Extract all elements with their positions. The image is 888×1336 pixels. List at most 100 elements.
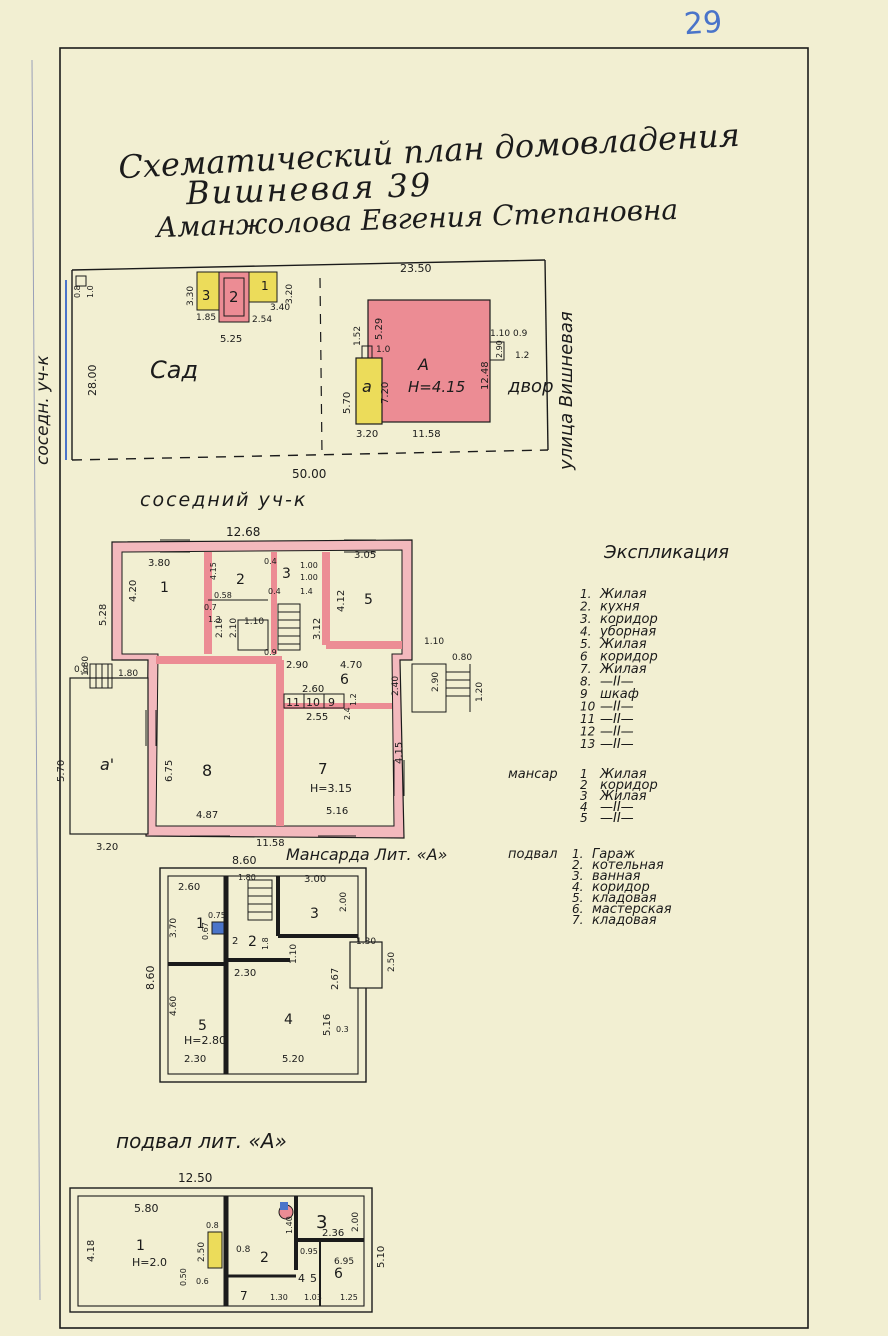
dim-m-r5w: 2.30 (184, 1054, 206, 1065)
dim-lot-bottom: 50.00 (292, 467, 326, 481)
dim-h-570: 5.70 (342, 392, 353, 414)
dim-fp-r5h: 4.12 (336, 590, 347, 612)
legend-basement-text: кладовая (592, 891, 657, 906)
dim-m-extw: 1.30 (356, 937, 376, 947)
legend-mansard-label: мансар (508, 767, 558, 782)
legend-main-num: 6 (580, 650, 588, 664)
dim-m-r4a: 2.30 (234, 968, 256, 979)
dim-m-r1w: 2.60 (178, 882, 200, 893)
site-plan: Сад двор А H=4.15 а 1 2 3 улица Вишневая… (33, 259, 577, 511)
dim-fp-r290: 2.90 (431, 672, 441, 692)
dim-m-left: 8.60 (144, 966, 157, 991)
dim-b-r1w: 5.80 (134, 1202, 159, 1215)
outbuilding-1-label: 1 (261, 279, 269, 293)
dim-b-r3a: 2.00 (351, 1212, 361, 1232)
dim-fp-l08: 0.8 (74, 665, 89, 675)
legend-main-num: 7. (580, 662, 591, 676)
page-number: 29 (682, 4, 724, 43)
legend-basement-num: 6. (572, 902, 583, 916)
mansard-room-3: 3 (310, 906, 319, 922)
dim-fp-a1t: 1.80 (118, 669, 138, 679)
garden-label: Сад (150, 356, 198, 384)
basement-room-3: 3 (316, 1212, 327, 1233)
legend-basement-num: 1. (572, 847, 583, 861)
legend-main-num: 4. (580, 625, 591, 639)
room-7: 7 (318, 760, 328, 778)
mansard-room-5: 5 (198, 1018, 207, 1034)
legend-main-text: —II— (600, 675, 634, 690)
legend-main-text: коридор (600, 612, 658, 627)
dim-m-top: 8.60 (232, 854, 257, 867)
dim-b-r130: 1.30 (270, 1293, 288, 1302)
dim-m-r4c: 2.67 (330, 968, 341, 990)
legend-mansard-text: —II— (600, 811, 634, 826)
dim-m-r4e: 0.3 (336, 1025, 349, 1034)
legend-basement-num: 7. (572, 913, 583, 927)
room-1: 1 (160, 580, 169, 596)
dim-fp-p09: 0.9 (264, 648, 277, 657)
dim-h-290: 2.90 (495, 340, 504, 358)
legend-basement-text: ванная (592, 869, 641, 884)
legend-main-num: 8. (580, 675, 591, 689)
room-11: 11 (286, 696, 300, 709)
dim-b-top: 12.50 (178, 1171, 212, 1185)
dim-h-1248: 12.48 (480, 361, 491, 390)
legend-main-text: коридор (600, 650, 658, 665)
mansard-title: Мансарда Лит. «А» (286, 845, 447, 864)
legend-main-text: шкаф (600, 687, 639, 702)
dim-top-left: 1.0 (86, 285, 95, 298)
dim-b-r08: 0.8 (206, 1221, 219, 1230)
margin-line (31, 59, 41, 1301)
legend-main-num: 12 (580, 725, 595, 739)
dim-m-r4d: 5.16 (322, 1014, 333, 1036)
legend-basement-num: 2. (572, 858, 583, 872)
legend-basement-list: 1.Гараж2.котельная3.ванная4.коридор5.кла… (572, 847, 672, 928)
dim-fp-r3b: 1.00 (300, 561, 318, 570)
dim-fp-r5w: 3.05 (354, 550, 376, 561)
dim-fp-r2b: 2.10 (229, 618, 239, 638)
dim-ob-330: 3.30 (186, 286, 196, 306)
dim-h-1158: 11.58 (412, 429, 441, 440)
neighbor-left-label: соседн. уч-к (33, 355, 53, 465)
dim-h-529: 5.29 (374, 318, 385, 340)
dim-fp-r7h: 4.15 (394, 742, 405, 764)
room-3: 3 (282, 566, 291, 582)
dim-fp-r1w: 3.80 (148, 558, 170, 569)
dim-m-r4w: 5.20 (282, 1054, 304, 1065)
legend-main-text: уборная (599, 625, 656, 640)
dim-fp-l180: 1.80 (81, 656, 91, 676)
dim-ob-185: 1.85 (196, 313, 216, 323)
mansard-room-5-height: H=2.80 (184, 1034, 226, 1047)
room-2: 2 (236, 572, 245, 588)
legend-basement-label: подвал (508, 847, 557, 862)
dim-b-r06: 0.6 (196, 1277, 209, 1286)
legend-mansard-text: коридор (600, 778, 658, 793)
room-8: 8 (202, 761, 212, 780)
mansard-plan: Мансарда Лит. «А» 1 2 3 4 5 H=2.80 8.60 … (144, 845, 447, 1083)
dim-fp-r2a: 2.10 (215, 618, 225, 638)
dim-ob-254: 2.54 (252, 315, 272, 325)
legend-basement-text: кладовая (592, 913, 657, 928)
dim-lot-left: 28.00 (86, 365, 99, 397)
dim-b-r4a: 0.8 (236, 1245, 251, 1255)
dim-m-r3h: 2.00 (339, 892, 349, 912)
dim-b-r3b: 2.36 (322, 1228, 344, 1239)
dim-h-08: 0.8 (73, 285, 82, 298)
annex-a (355, 357, 383, 425)
dim-h-110: 1.10 (490, 329, 510, 339)
legend-main-text: кухня (600, 600, 640, 615)
room-9: 9 (328, 696, 335, 709)
room-7-height: H=3.15 (310, 782, 352, 795)
legend-basement-text: коридор (592, 880, 650, 895)
house-a (367, 299, 491, 423)
dim-b-r250: 2.50 (197, 1242, 207, 1262)
legend-main-text: Жилая (599, 587, 647, 602)
basement-room-2: 2 (260, 1250, 269, 1266)
legend-basement-text: Гараж (592, 847, 635, 862)
dim-fp-r2d: 0.58 (214, 591, 232, 600)
dim-fp-p260: 2.60 (302, 684, 324, 695)
dim-fp-p470: 4.70 (340, 660, 362, 671)
legend-mansard-num: 4 (580, 800, 588, 814)
dim-h-10: 1.0 (376, 345, 391, 355)
dim-fp-r3c: 1.00 (300, 573, 318, 582)
